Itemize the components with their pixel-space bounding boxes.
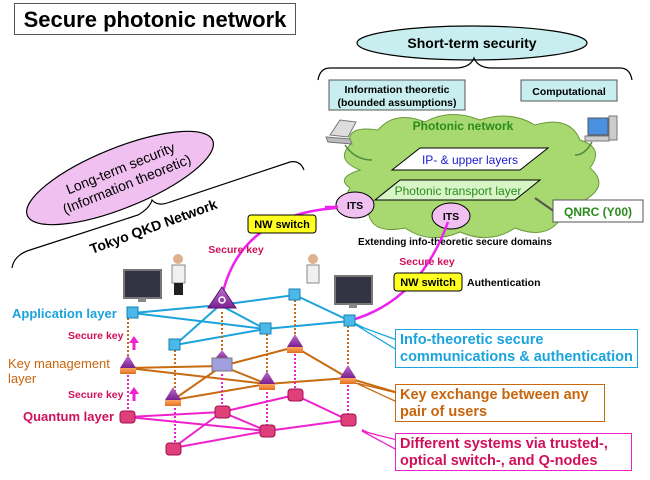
short-term-label: Short-term security: [407, 35, 536, 51]
callout-blue-line2: communications & authentication: [400, 349, 633, 365]
person-icon-2: [306, 254, 320, 284]
person-icon-1: [171, 254, 186, 295]
callout-orange-line2: pair of users: [400, 404, 488, 420]
short-term-security-ellipse: Short-term security: [356, 25, 588, 61]
svg-text:Photonic transport layer: Photonic transport layer: [395, 184, 522, 198]
ip-layer-plane: IP- & upper layers: [390, 147, 550, 171]
callout-key-exchange: Key exchange between any pair of users: [395, 384, 605, 422]
nw-switch-2: NW switch: [393, 272, 463, 292]
secure-key-lower-label: Secure key: [68, 389, 124, 401]
nw-switch-1: NW switch: [247, 214, 317, 234]
computational-box: Computational: [520, 79, 618, 102]
key-management-label-line2: layer: [8, 371, 37, 386]
photonic-network-cloud: [343, 114, 600, 239]
callout-orange-line1: Key exchange between any: [400, 387, 589, 403]
authentication-label: Authentication: [467, 277, 541, 289]
quantum-layer-label: Quantum layer: [23, 409, 114, 424]
page-title: Secure photonic network: [14, 3, 296, 35]
callout-blue-line1: Info-theoretic secure: [400, 332, 544, 348]
qnrc-box: QNRC (Y00): [552, 199, 644, 223]
callout-pink-line1: Different systems via trusted-,: [400, 436, 608, 452]
its-node-1: ITS: [335, 191, 375, 219]
application-layer-label: Application layer: [12, 306, 117, 321]
its-node-2: ITS: [431, 202, 471, 230]
monitor-icon-1: [123, 269, 162, 302]
laptop-icon: [325, 119, 357, 145]
svg-text:ITS: ITS: [443, 211, 459, 223]
desktop-computer-icon: [584, 115, 618, 142]
svg-text:(bounded assumptions): (bounded assumptions): [338, 97, 457, 109]
svg-text:Computational: Computational: [532, 86, 606, 98]
callout-pink-line2: optical switch-, and Q-nodes: [400, 453, 598, 469]
transport-layer-plane: Photonic transport layer: [373, 179, 542, 201]
application-layer-links: [132, 294, 396, 346]
key-management-label-line1: Key management: [8, 356, 110, 371]
svg-text:Information theoretic: Information theoretic: [344, 84, 449, 96]
vertical-layer-links: [127, 300, 349, 442]
info-theoretic-box: Information theoretic (bounded assumptio…: [328, 79, 466, 111]
key-management-nodes: [120, 334, 356, 406]
photonic-network-label: Photonic network: [413, 119, 514, 133]
secure-key-upper-label: Secure key: [68, 330, 124, 342]
quantum-nodes: [119, 388, 357, 456]
svg-text:NW switch: NW switch: [254, 219, 310, 231]
secure-key-arrows: [129, 336, 139, 401]
callout-different-systems: Different systems via trusted-, optical …: [395, 433, 632, 471]
svg-text:IP- & upper layers: IP- & upper layers: [422, 153, 518, 167]
key-server-node: [207, 286, 237, 309]
svg-text:ITS: ITS: [347, 200, 363, 212]
application-nodes: [126, 288, 356, 351]
svg-text:NW switch: NW switch: [400, 277, 456, 289]
svg-text:QNRC (Y00): QNRC (Y00): [564, 205, 632, 219]
secure-key-label-1: Secure key: [208, 244, 264, 256]
long-term-security-ellipse: Long-term security (Information theoreti…: [26, 130, 214, 226]
secure-key-label-2: Secure key: [399, 256, 455, 268]
extending-secure-domains-label: Extending info-theoretic secure domains: [358, 237, 552, 248]
key-management-links: [127, 346, 396, 401]
short-term-brace: [317, 56, 633, 81]
monitor-icon-2: [334, 275, 373, 308]
callout-info-theoretic: Info-theoretic secure communications & a…: [395, 329, 638, 368]
long-term-brace: [11, 161, 305, 269]
